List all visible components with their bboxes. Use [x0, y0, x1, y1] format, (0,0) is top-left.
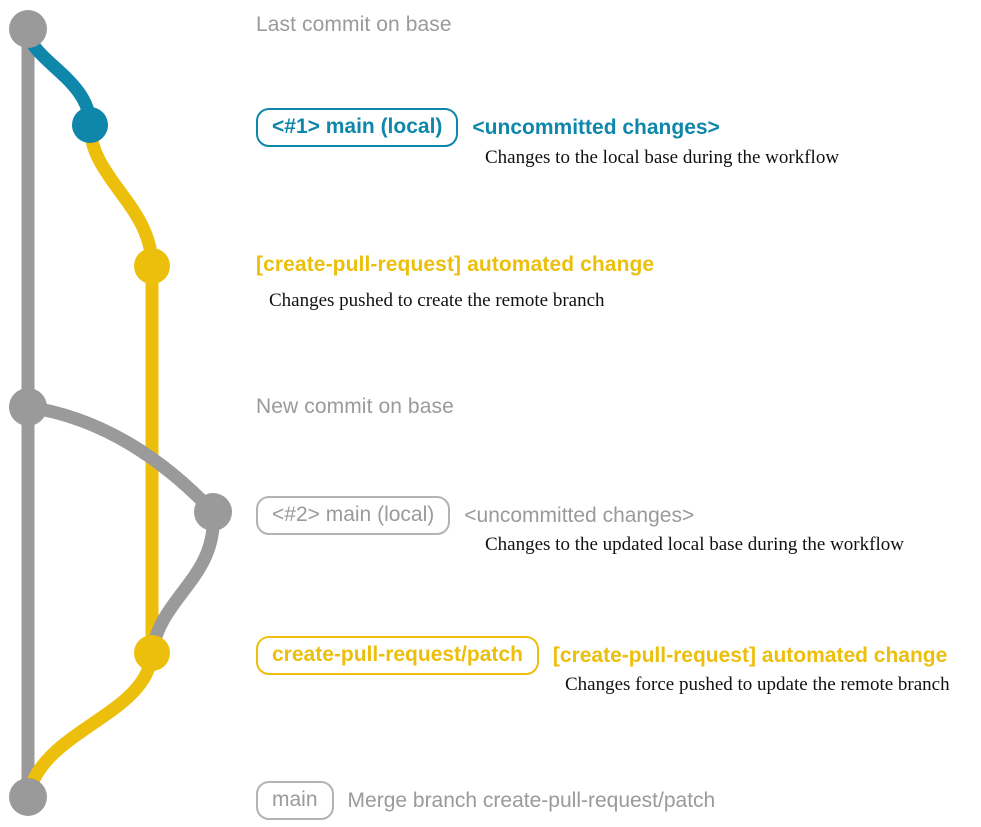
row-commit-5: main Merge branch create-pull-request/pa…	[256, 781, 715, 820]
commit-2-description: Changes pushed to create the remote bran…	[269, 290, 605, 311]
commit-3-headline: <uncommitted changes>	[464, 503, 695, 527]
commit-1-headline: <uncommitted changes>	[472, 115, 720, 139]
row-commit-4: create-pull-request/patch [create-pull-r…	[256, 636, 947, 675]
row-commit-1: <#1> main (local) <uncommitted changes>	[256, 108, 720, 147]
commit-node-patch-create	[134, 248, 170, 284]
row-last-commit-on-base: Last commit on base	[256, 12, 452, 38]
commit-node-local-2	[194, 493, 232, 531]
branch-badge-main[interactable]: main	[256, 781, 334, 820]
last-commit-headline: Last commit on base	[256, 13, 452, 36]
commit-1-description: Changes to the local base during the wor…	[485, 147, 840, 168]
row-commit-3: <#2> main (local) <uncommitted changes>	[256, 496, 694, 535]
row-new-commit-on-base: New commit on base	[256, 394, 454, 420]
commit-node-base-new	[9, 388, 47, 426]
updated-local-merge-line	[145, 505, 220, 660]
commit-3-description: Changes to the updated local base during…	[485, 534, 904, 555]
commit-node-patch-update	[134, 635, 170, 671]
branch-badge-main-local-2[interactable]: <#2> main (local)	[256, 496, 451, 535]
commit-5-headline: Merge branch create-pull-request/patch	[347, 788, 716, 812]
branch-badge-create-pull-request-patch[interactable]: create-pull-request/patch	[256, 636, 539, 675]
commit-4-headline: [create-pull-request] automated change	[552, 643, 948, 667]
commit-node-local-1	[72, 107, 108, 143]
row-commit-2: [create-pull-request] automated change	[256, 252, 654, 278]
new-commit-headline: New commit on base	[256, 395, 454, 418]
remote-patch-merge-line	[21, 646, 159, 804]
branch-badge-main-local-1[interactable]: <#1> main (local)	[256, 108, 459, 147]
commit-node-base-head	[9, 10, 47, 48]
commit-node-base-merge	[9, 778, 47, 816]
commit-2-headline: [create-pull-request] automated change	[256, 253, 655, 276]
commit-4-description: Changes force pushed to update the remot…	[565, 674, 950, 695]
updated-local-branch-line	[21, 400, 220, 519]
